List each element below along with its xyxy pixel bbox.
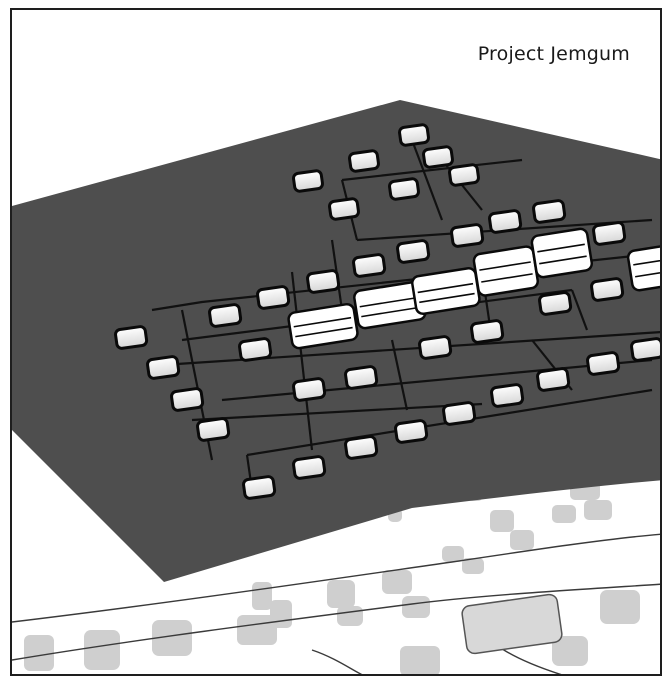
urban-plan-render xyxy=(12,100,660,674)
project-title: Project Jemgum xyxy=(477,43,630,65)
apartment-blocks xyxy=(287,227,660,350)
background-large-building xyxy=(461,593,563,655)
houses xyxy=(114,123,660,500)
image-frame: Project Jemgum xyxy=(10,8,662,676)
background-buildings xyxy=(24,480,640,674)
